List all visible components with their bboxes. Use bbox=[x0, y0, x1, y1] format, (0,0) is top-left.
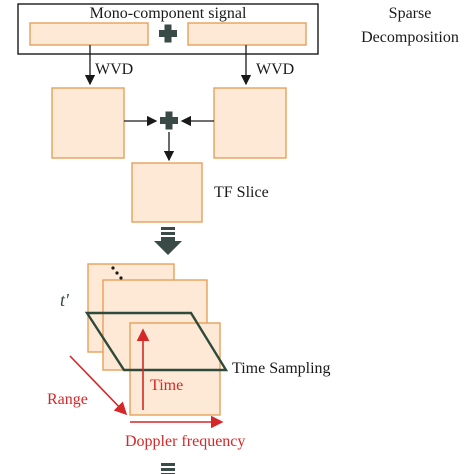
big-down-arrow-icon bbox=[154, 227, 182, 255]
tf-slice-box bbox=[131, 162, 203, 223]
t-prime-label: t′ bbox=[60, 290, 70, 310]
doppler-label: Doppler frequency bbox=[125, 433, 245, 450]
time-sampling-label: Time Sampling bbox=[232, 360, 331, 377]
plus-icon-middle bbox=[160, 111, 178, 130]
time-label: Time bbox=[150, 377, 183, 394]
tf-slice-label: TF Slice bbox=[214, 184, 269, 201]
ellipsis-icon bbox=[111, 266, 123, 280]
sparse-label: Sparse bbox=[389, 5, 432, 22]
tf-box-right bbox=[213, 87, 287, 159]
time-slice-plane bbox=[84, 311, 229, 372]
signal-component-right bbox=[187, 22, 307, 46]
wvd-label-right: WVD bbox=[256, 61, 294, 78]
plus-icon-top bbox=[159, 24, 177, 43]
range-arrow bbox=[69, 355, 128, 416]
signal-component-left bbox=[29, 22, 149, 46]
range-label: Range bbox=[47, 391, 88, 408]
signal-label: Mono-component signal bbox=[90, 5, 247, 22]
wvd-label-left: WVD bbox=[95, 61, 133, 78]
decomposition-label: Decomposition bbox=[361, 29, 459, 46]
tf-box-left bbox=[51, 87, 125, 159]
bottom-arrow-icon bbox=[161, 463, 175, 474]
